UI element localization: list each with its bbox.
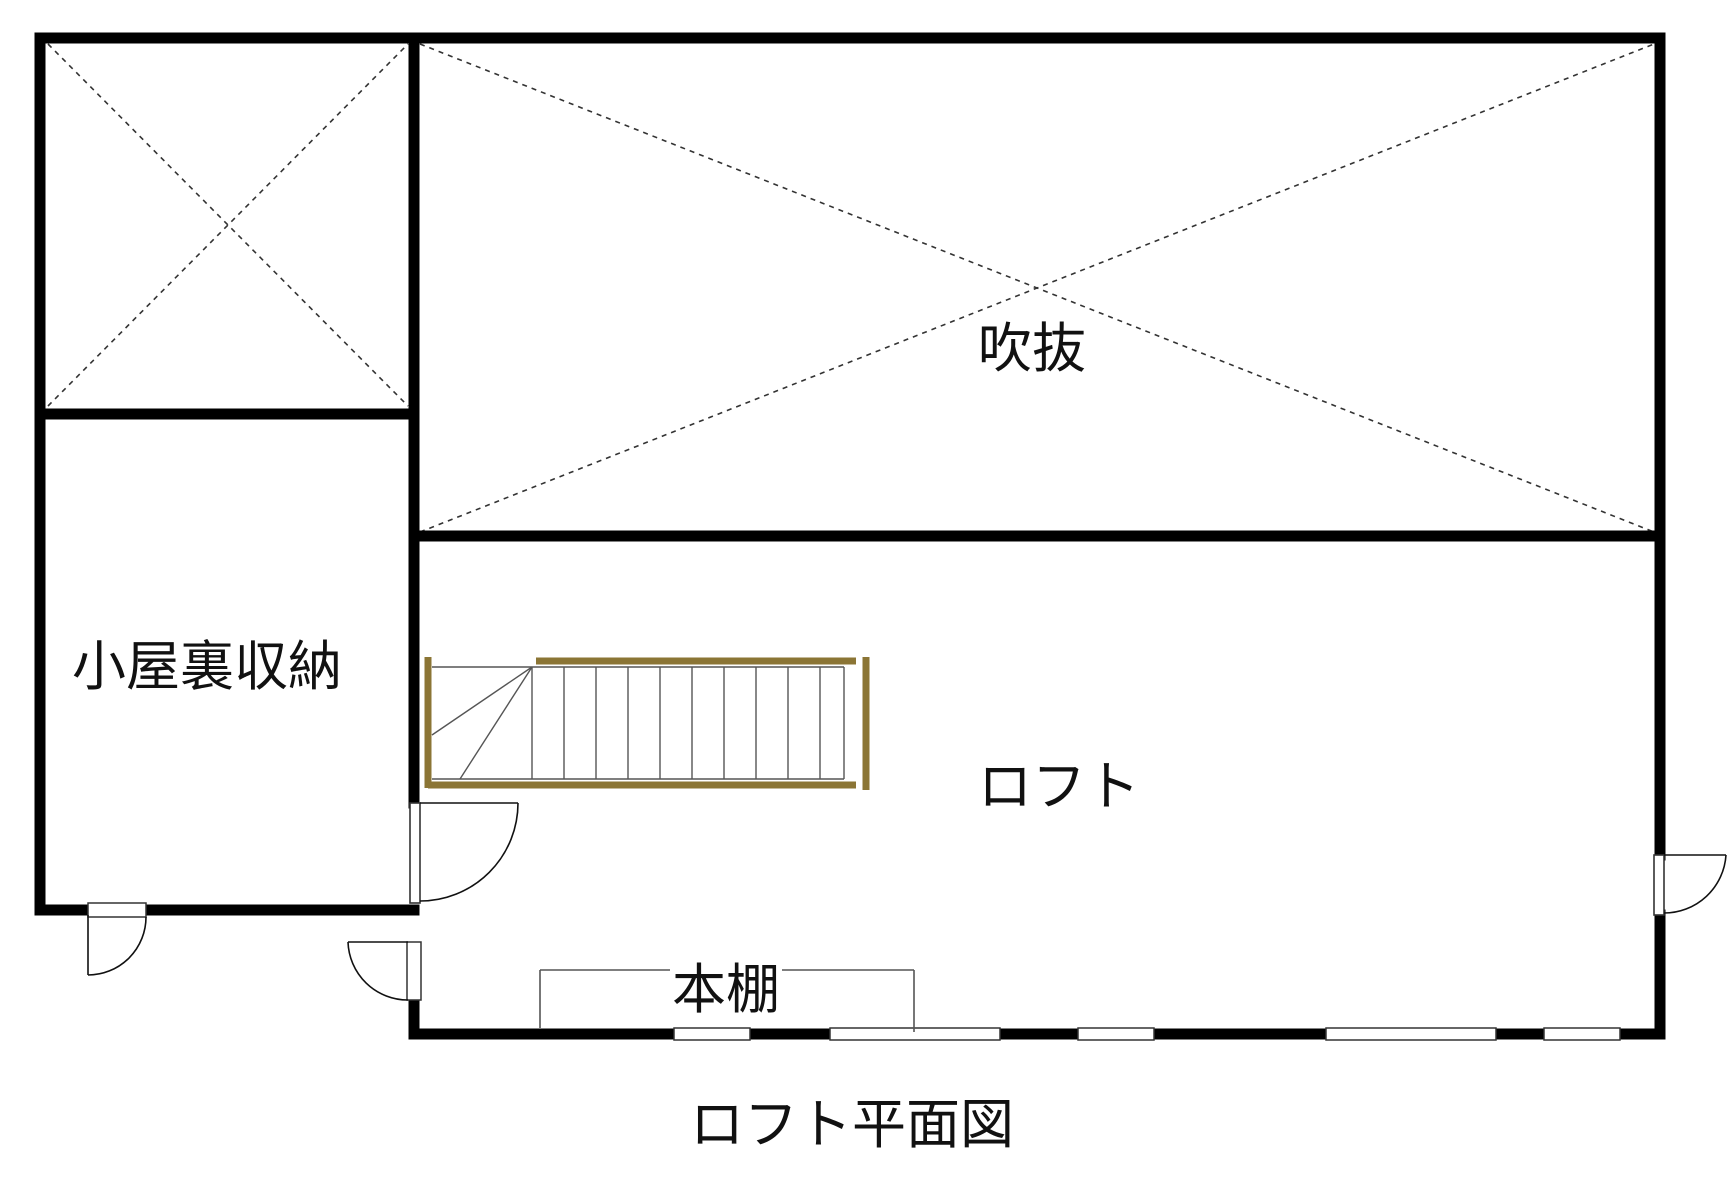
room-label-loft: ロフト (978, 755, 1140, 818)
room-label-bookshelf: 本棚 (670, 958, 782, 1021)
window-icon (673, 1027, 1621, 1041)
room-label-attic-storage: 小屋裏収納 (72, 635, 342, 698)
door-opening-storage (87, 902, 147, 918)
door-opening-loft-left (406, 941, 422, 1001)
void-cross-lines (419, 43, 1655, 533)
walls (34, 32, 1666, 1040)
room-label-void: 吹抜 (978, 317, 1086, 380)
door-swing-icon (87, 802, 1727, 1001)
staircase-icon (424, 657, 870, 790)
plan-title: ロフト平面図 (690, 1093, 1014, 1156)
